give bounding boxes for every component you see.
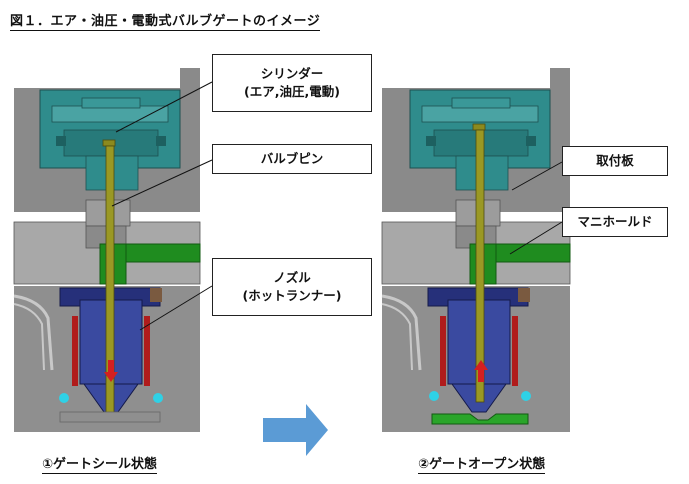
- mounting-plate-label: 取付板: [596, 152, 634, 168]
- closed-state-assembly: [13, 68, 201, 432]
- nozzle-callout: ノズル (ホットランナー): [212, 258, 372, 316]
- cylinder-sublabel: (エア,油圧,電動): [244, 84, 340, 99]
- cylinder-label: シリンダー: [260, 65, 324, 81]
- mounting-plate-callout: 取付板: [562, 146, 668, 176]
- cylinder-callout: シリンダー (エア,油圧,電動): [212, 54, 372, 112]
- valve-pin-callout: バルブピン: [212, 144, 372, 174]
- nozzle-sublabel: (ホットランナー): [242, 288, 342, 303]
- open-state-assembly: [381, 68, 571, 432]
- closed-state-caption: ①ゲートシール状態: [42, 453, 158, 474]
- transition-arrow: [263, 404, 328, 456]
- manifold-label: マニホールド: [577, 213, 653, 229]
- leader-lines: [111, 81, 563, 331]
- page-title: 図１．エア・油圧・電動式バルブゲートのイメージ: [10, 10, 321, 31]
- nozzle-label: ノズル: [273, 269, 311, 285]
- valve-pin-label: バルブピン: [260, 150, 324, 166]
- open-state-caption: ②ゲートオープン状態: [418, 453, 546, 474]
- manifold-callout: マニホールド: [562, 207, 668, 237]
